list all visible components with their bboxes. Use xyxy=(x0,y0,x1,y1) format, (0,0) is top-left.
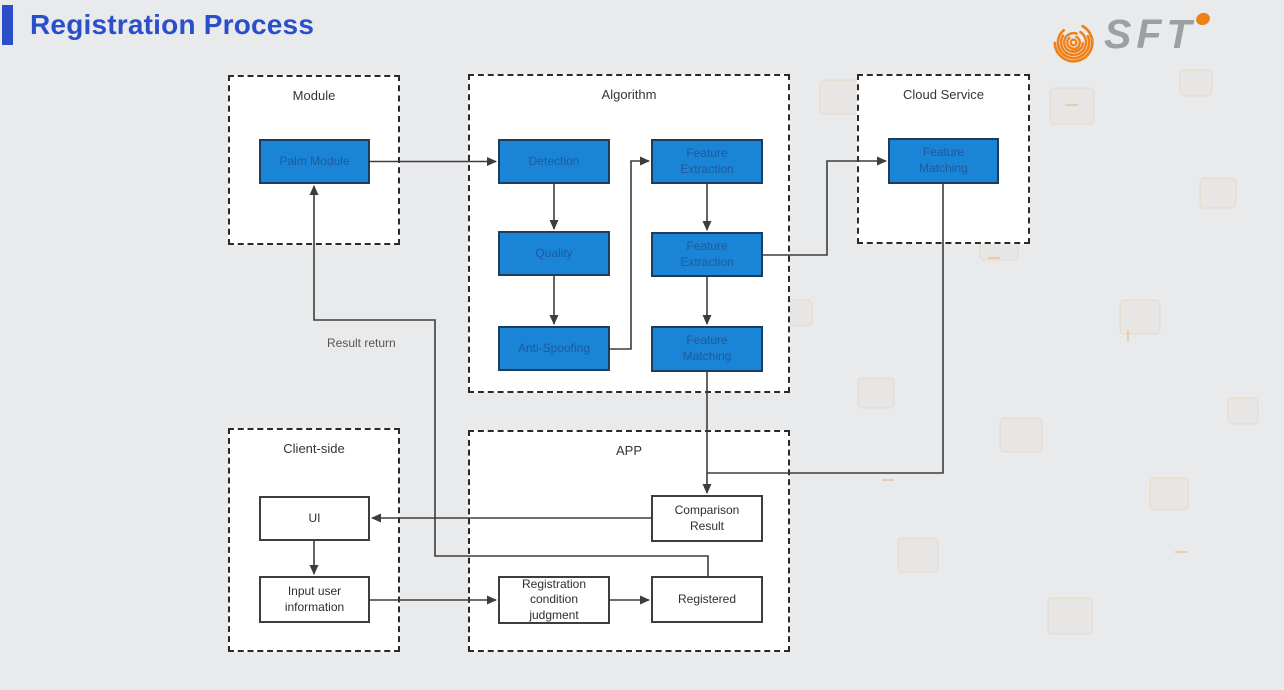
node-palm-module: Palm Module xyxy=(259,139,370,184)
container-module-label: Module xyxy=(292,88,336,103)
container-algorithm-label: Algorithm xyxy=(601,87,657,102)
node-feature-matching-algorithm: Feature Matching xyxy=(651,326,763,372)
fingerprint-icon xyxy=(1053,22,1094,63)
logo-dot-icon xyxy=(1194,10,1212,28)
container-client-side-label: Client-side xyxy=(283,441,345,456)
node-registered: Registered xyxy=(651,576,763,623)
node-feature-extraction-bottom: Feature Extraction xyxy=(651,232,763,277)
node-registration-condition-judgment: Registration condition judgment xyxy=(498,576,610,624)
node-anti-spoofing: Anti-Spoofing xyxy=(498,326,610,371)
node-feature-extraction-top: Feature Extraction xyxy=(651,139,763,184)
container-app-label: APP xyxy=(615,443,642,458)
header: Registration Process SFT xyxy=(0,0,1284,63)
company-logo: SFT xyxy=(1046,10,1266,64)
container-cloud-service-label: Cloud Service xyxy=(903,87,984,102)
node-input-user-information: Input user information xyxy=(259,576,370,623)
node-ui: UI xyxy=(259,496,370,541)
node-comparison-result: Comparison Result xyxy=(651,495,763,542)
edge-label-result-return: Result return xyxy=(327,336,396,350)
node-quality: Quality xyxy=(498,231,610,276)
node-detection: Detection xyxy=(498,139,610,184)
logo-text: SFT xyxy=(1104,11,1197,57)
node-feature-matching-cloud: Feature Matching xyxy=(888,138,999,184)
page-title: Registration Process xyxy=(30,9,315,40)
title-accent-bar xyxy=(2,5,13,45)
